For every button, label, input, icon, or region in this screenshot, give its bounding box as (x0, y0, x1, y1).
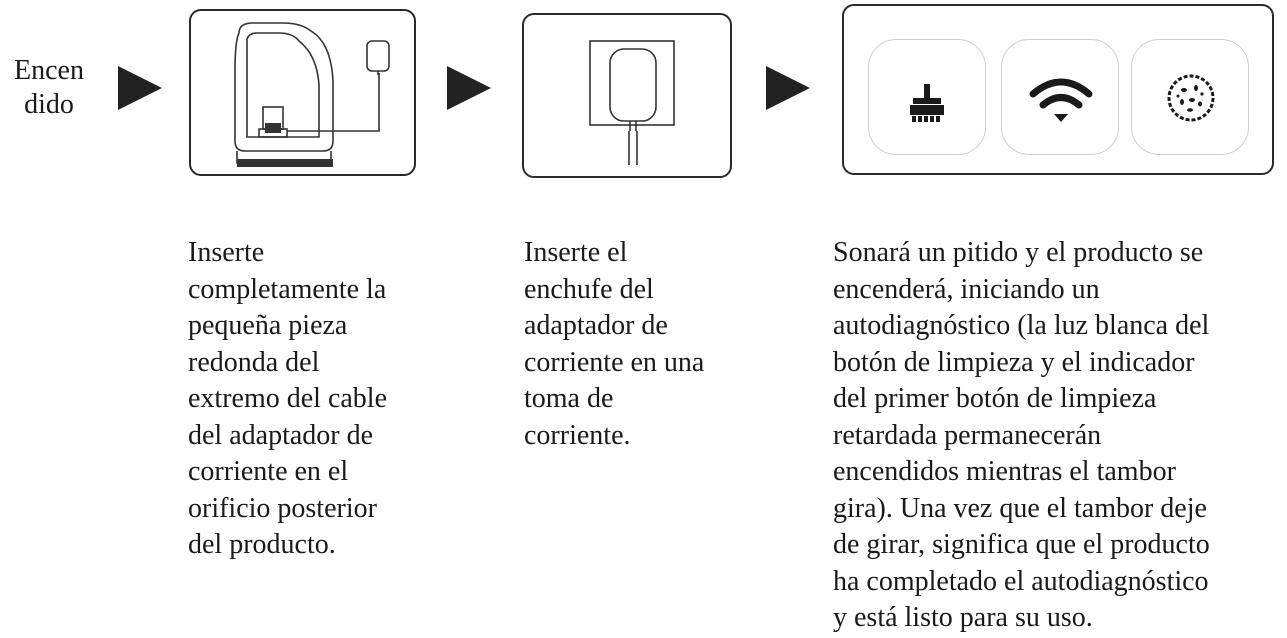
arrow-icon (118, 66, 162, 110)
power-on-label: Encen dido (14, 55, 84, 120)
arrow-icon (766, 66, 810, 110)
germ-button (1131, 39, 1249, 155)
arrow-icon (447, 66, 491, 110)
clean-button (868, 39, 986, 155)
step-1-text: Inserte completamente la pequeña pieza r… (188, 237, 388, 560)
germ-icon (1167, 74, 1215, 122)
wall-outlet-with-plug-icon (589, 40, 675, 165)
robot-dock-with-cable-icon (234, 22, 390, 167)
broom-icon (910, 84, 944, 122)
wifi-icon (1029, 78, 1093, 122)
step-1-illustration (189, 9, 416, 176)
step-3-text: Sonará un pitido y el producto se encend… (833, 237, 1210, 633)
step-2-text: Inserte el enchufe del adaptador de corr… (524, 237, 705, 451)
wifi-button (1001, 39, 1119, 155)
step-3-panel (842, 4, 1274, 175)
step-2-illustration (522, 13, 732, 178)
